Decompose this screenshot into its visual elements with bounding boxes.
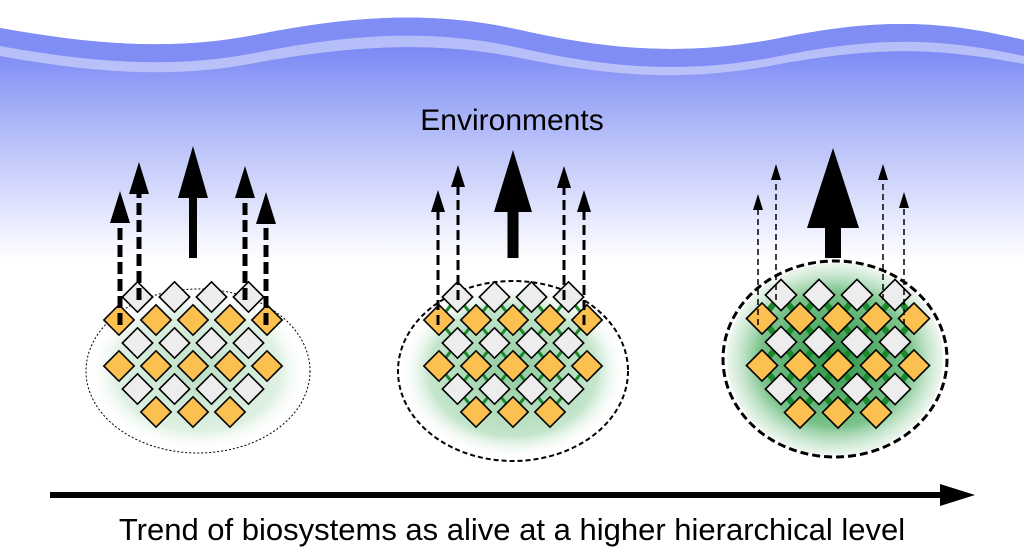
trend-arrow (50, 484, 975, 506)
environments-label: Environments (0, 104, 1024, 138)
trend-caption: Trend of biosystems as alive at a higher… (0, 512, 1024, 548)
